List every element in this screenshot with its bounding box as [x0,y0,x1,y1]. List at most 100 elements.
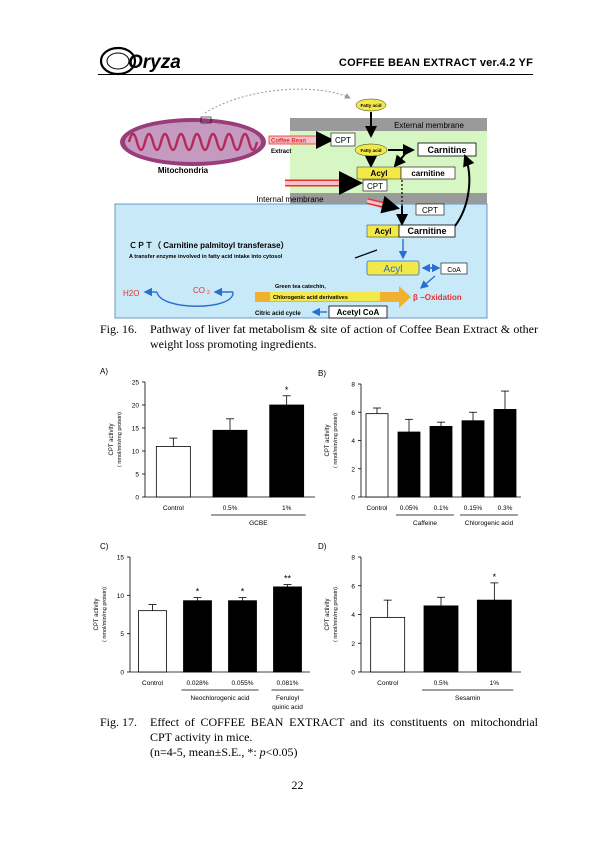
extract-label: Extract [271,149,291,155]
bar-3-0 [370,616,406,673]
header-rule [98,74,533,75]
y-tick-label-3-3: 6 [351,583,355,590]
cpt-description: A transfer enzyme involved in fatty acid… [129,254,283,260]
y-tick-label-0-4: 20 [132,403,140,410]
y-tick-label-2-3: 15 [117,555,125,562]
group-label-1-0: Caffeine [413,520,437,527]
sig-mark-0-2: * [285,385,289,395]
fatty-acid-top: Fatty acid [360,103,381,108]
fatty-acid-inner: Fatty acid [360,148,381,153]
x-tick-label-1-4: 0.3% [498,505,513,512]
panel-label-2: C) [100,542,109,551]
y-tick-label-0-0: 0 [135,495,139,502]
y-axis-label-2: CPT activity [94,599,100,631]
bar-1-3 [461,420,485,498]
carnitine-lower: carnitine [411,169,445,178]
y-tick-label-3-4: 8 [351,555,355,562]
fig17-note: (n=4-5, mean±S.E., *: p<0.05) [150,745,297,760]
cpt-box-2: CPT [367,182,383,191]
carnitine-box: Carnitine [427,145,466,155]
mitochondria-label: Mitochondria [158,166,209,175]
y-tick-label-0-2: 10 [132,449,140,456]
bar-2-3 [273,586,302,673]
h2o-label: H2O [123,289,139,298]
x-tick-label-3-0: Control [377,680,399,687]
bar-2-2 [228,600,257,673]
y-tick-label-1-1: 2 [351,466,355,473]
fig16-label: Fig. 16. [100,322,138,336]
co2-subscript: 2 [207,290,210,296]
x-tick-label-1-3: 0.15% [464,505,483,512]
note-suffix: <0.05) [265,745,298,759]
fig17-label: Fig. 17. [100,715,138,729]
acyl-label-2: Acyl [375,227,392,236]
citric-cycle-label: Citric acid cycle [255,311,301,317]
beta-oxidation-label: β −Oxidation [413,293,462,302]
fig17-caption: Fig. 17. Effect of COFFEE BEAN EXTRACT a… [100,715,540,765]
note-p: p [259,745,266,759]
y-tick-label-3-1: 2 [351,641,355,648]
y-tick-label-1-2: 4 [351,438,355,445]
bar-1-2 [429,425,453,498]
bar-1-4 [493,409,517,498]
green-tea-label: Green tea catechin, [275,284,326,290]
x-tick-label-2-3: 0.081% [276,680,298,687]
y-axis-unit-1: ( nmol/min/mg protein) [333,413,339,468]
acyl-label-3: Acyl [384,264,403,275]
group-label-3-0: Sesamin [455,695,481,702]
y-axis-unit-2: ( nmol/min/mg protein) [102,587,108,642]
y-tick-label-1-3: 6 [351,410,355,417]
external-membrane-bar [290,118,487,131]
group-label-2-1: Feruloyl [276,695,300,702]
x-tick-label-0-1: 0.5% [223,505,238,512]
y-tick-label-3-0: 0 [351,670,355,677]
coffee-bean-label: Coffee Bean [271,139,306,145]
bar-2-1 [183,600,212,673]
sig-mark-2-2: * [241,587,245,597]
co2-label: CO [193,286,205,295]
cpt-box-1: CPT [335,136,351,145]
x-tick-label-2-0: Control [142,680,164,687]
internal-membrane-label: Internal membrane [256,195,324,204]
pathway-diagram: Mitochondria External membrane Internal … [114,88,488,319]
y-axis-label-3: CPT activity [325,599,331,631]
group-label-2-0: Neochlorogenic acid [191,695,250,702]
bar-0-1 [212,429,248,498]
oryza-logo: Oryza [98,44,181,78]
mitochondria-illustration [120,116,266,166]
cpt-full-name: ＣＰＴ（ Carnitine palmitoyl transferase） [129,240,289,250]
y-tick-label-1-0: 0 [351,495,355,502]
panel-label-1: B) [318,369,326,378]
y-tick-label-1-4: 8 [351,382,355,389]
fig16-caption: Fig. 16. Pathway of liver fat metabolism… [100,322,540,354]
x-tick-label-2-1: 0.028% [186,680,208,687]
bar-1-1 [397,431,421,498]
sig-mark-3-2: * [493,572,497,582]
y-axis-label-0: CPT activity [109,424,115,456]
group-label2-2-1: quinic acid [272,704,303,711]
group-label-0-0: GCBE [249,520,268,527]
x-tick-label-0-2: 1% [282,505,292,512]
y-axis-label-1: CPT activity [325,425,331,457]
y-tick-label-2-2: 10 [117,593,125,600]
bar-1-0 [365,413,389,498]
y-axis-unit-3: ( nmol/min/mg protein) [333,587,339,642]
panel-label-3: D) [318,542,327,551]
external-membrane-label: External membrane [394,121,464,130]
y-tick-label-0-5: 25 [132,380,140,387]
y-tick-label-2-0: 0 [120,670,124,677]
panel-label-0: A) [100,367,108,376]
y-tick-label-0-3: 15 [132,426,140,433]
fig16-text: Pathway of liver fat metabolism & site o… [150,322,538,351]
y-tick-label-3-2: 4 [351,612,355,619]
x-tick-label-1-1: 0.05% [400,505,419,512]
x-tick-label-3-2: 1% [490,680,500,687]
bar-3-1 [423,605,459,673]
x-tick-label-2-2: 0.055% [231,680,253,687]
logo-text: Oryza [128,52,180,73]
fig17-text: Effect of COFFEE BEAN EXTRACT and its co… [150,715,538,744]
bar-0-0 [155,446,191,498]
acyl-label-1: Acyl [371,169,388,178]
x-tick-label-1-0: Control [367,505,389,512]
